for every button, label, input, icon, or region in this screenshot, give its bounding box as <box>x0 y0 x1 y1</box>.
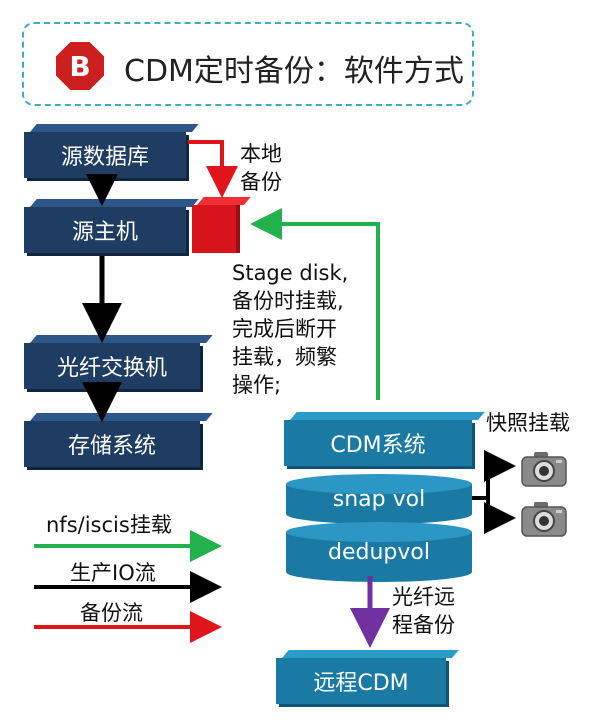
legend-prod-io-label: 生产IO流 <box>70 561 156 585</box>
storage-label: 存储系统 <box>67 434 156 459</box>
source-host-label: 源主机 <box>71 220 138 245</box>
snapshot-mount-label: 快照挂载 <box>486 411 570 435</box>
legend-nfs-label: nfs/iscis挂载 <box>46 513 172 537</box>
page-title: CDM定时备份：软件方式 <box>124 54 464 89</box>
stage-note-3: 完成后断开 <box>232 317 337 341</box>
fc-remote-label-2: 程备份 <box>392 613 455 637</box>
camera-icon <box>521 452 567 487</box>
badge-icon: B <box>56 42 104 90</box>
source-db-box: 源数据库 <box>24 132 186 178</box>
stage-note-4: 挂载，频繁 <box>232 345 337 369</box>
stage-note-1: Stage disk, <box>232 261 349 285</box>
storage-box: 存储系统 <box>24 421 200 467</box>
fc-switch-box: 光纤交换机 <box>24 343 200 389</box>
legend-backup-label: 备份流 <box>80 601 143 625</box>
cdm-system-label: CDM系统 <box>330 433 426 458</box>
dedupvol-label: dedupvol <box>328 539 430 565</box>
arrow-snap-to-camera-1 <box>472 450 516 500</box>
camera-icon <box>521 502 567 537</box>
local-backup-label-2: 备份 <box>240 170 282 194</box>
cdm-system-box: CDM系统 <box>284 420 472 466</box>
snap-vol-label: snap vol <box>332 486 426 512</box>
dedupvol-cylinder: dedupvol <box>286 522 472 582</box>
fc-remote-label-1: 光纤远 <box>392 585 455 609</box>
stage-note-2: 备份时挂载, <box>232 289 344 313</box>
source-db-label: 源数据库 <box>60 145 149 170</box>
remote-cdm-label: 远程CDM <box>313 671 409 696</box>
source-host-box: 源主机 <box>24 207 186 253</box>
stage-note-5: 操作; <box>232 373 282 397</box>
fc-switch-label: 光纤交换机 <box>56 356 167 381</box>
snap-vol-cylinder: snap vol <box>286 474 472 524</box>
title-frame <box>22 22 474 106</box>
arrow-local-backup <box>188 140 238 198</box>
local-backup-disk <box>192 205 236 253</box>
badge-letter: B <box>69 49 91 83</box>
arrow-snap-to-camera-2 <box>484 498 516 534</box>
local-backup-label-1: 本地 <box>240 142 282 166</box>
remote-cdm-box: 远程CDM <box>276 658 446 704</box>
